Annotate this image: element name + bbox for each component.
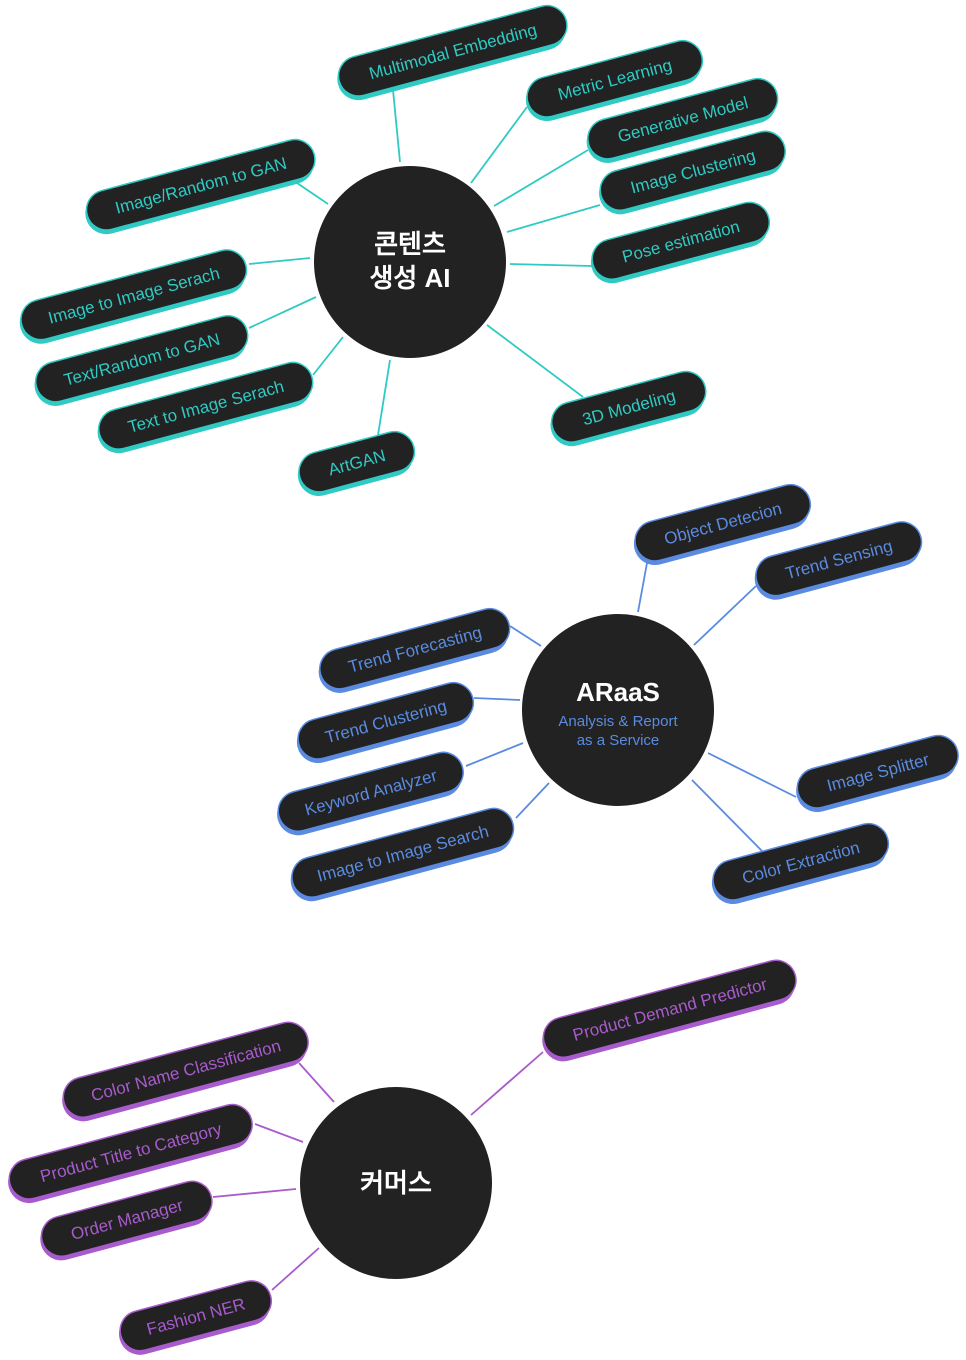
node-pill-body (337, 4, 568, 97)
node-pill-body (62, 1021, 309, 1118)
node-pill[interactable]: Color Extraction (707, 819, 894, 909)
node-pill-body (599, 130, 786, 211)
connector-line (271, 1247, 320, 1291)
node-pill-body (98, 361, 314, 450)
node-pill[interactable]: Color Name Classification (57, 1018, 314, 1126)
connector-line (254, 1123, 304, 1143)
connector-line (470, 106, 528, 184)
connector-line (707, 752, 797, 798)
connector-line (473, 697, 521, 701)
connector-line (509, 263, 593, 267)
hub-subtitle-line2: as a Service (577, 732, 660, 749)
connector-line (212, 1188, 297, 1198)
node-pill[interactable]: Fashion NER (114, 1276, 277, 1359)
node-pill[interactable]: 3D Modeling (545, 367, 711, 451)
node-pill-body (755, 521, 923, 597)
node-pill-body (20, 249, 248, 341)
node-pill-body (297, 681, 475, 760)
connector-line (377, 359, 391, 436)
node-pill-body (119, 1280, 272, 1352)
node-pill-body (550, 370, 707, 443)
connector-line (509, 625, 542, 647)
node-pill[interactable]: Product Demand Predictor (537, 956, 801, 1066)
connector-line (691, 779, 763, 852)
connector-line (470, 1051, 544, 1116)
node-pill-body (34, 314, 249, 403)
hub-content-ai[interactable]: 콘텐츠 생성 AI (314, 166, 506, 358)
hub-title: ARaaS (576, 677, 660, 707)
node-pill-body (526, 39, 704, 118)
node-pill[interactable]: Generative Model (581, 74, 783, 167)
connector-line (486, 324, 584, 398)
connector-line (506, 204, 601, 233)
connector-line (637, 562, 648, 613)
hub-title-line1: 콘텐츠 (374, 229, 446, 259)
node-pill[interactable]: Text/Random to GAN (29, 311, 253, 410)
hub-title-line2: 생성 AI (369, 263, 450, 293)
hub-subtitle-line1: Analysis & Report (558, 713, 678, 730)
node-pill-body (712, 822, 890, 901)
node-pill-body (8, 1103, 253, 1200)
connector-line (296, 182, 329, 205)
node-pill-body (591, 201, 771, 280)
connector-line (248, 257, 311, 265)
connector-line (465, 742, 524, 767)
hub-araas[interactable]: ARaaS Analysis & Report as a Service (522, 614, 714, 806)
connector-line (493, 149, 589, 207)
node-pill[interactable]: Image Clustering (594, 127, 791, 219)
hub-commerce[interactable]: 커머스 (300, 1087, 492, 1279)
connector-line (298, 1062, 335, 1103)
node-pill-body (796, 734, 959, 809)
node-pill-body (542, 959, 797, 1058)
connector-line (312, 336, 344, 376)
node-pill[interactable]: Keyword Analyzer (272, 748, 469, 840)
node-pill[interactable]: Image Splitter (791, 731, 964, 817)
connector-line (693, 585, 757, 646)
node-pill-body (85, 138, 316, 231)
node-pill-body (319, 607, 511, 690)
node-pill-body (40, 1180, 213, 1257)
node-pill-body (298, 430, 416, 493)
connector-line (248, 296, 317, 329)
node-pill[interactable]: Trend Forecasting (313, 604, 515, 697)
node-pill[interactable]: Product Title to Category (3, 1100, 258, 1208)
node-pill-body (277, 751, 464, 832)
connector-line (392, 89, 401, 163)
connector-line (515, 782, 550, 819)
node-pill-body (587, 77, 779, 160)
node-pill-body (634, 483, 812, 562)
node-pill[interactable]: ArtGAN (293, 427, 420, 501)
node-pill[interactable]: Image/Random to GAN (80, 135, 320, 239)
hub-title: 커머스 (360, 1168, 432, 1198)
node-pill[interactable]: Order Manager (35, 1177, 217, 1265)
node-pill-body (291, 807, 515, 898)
